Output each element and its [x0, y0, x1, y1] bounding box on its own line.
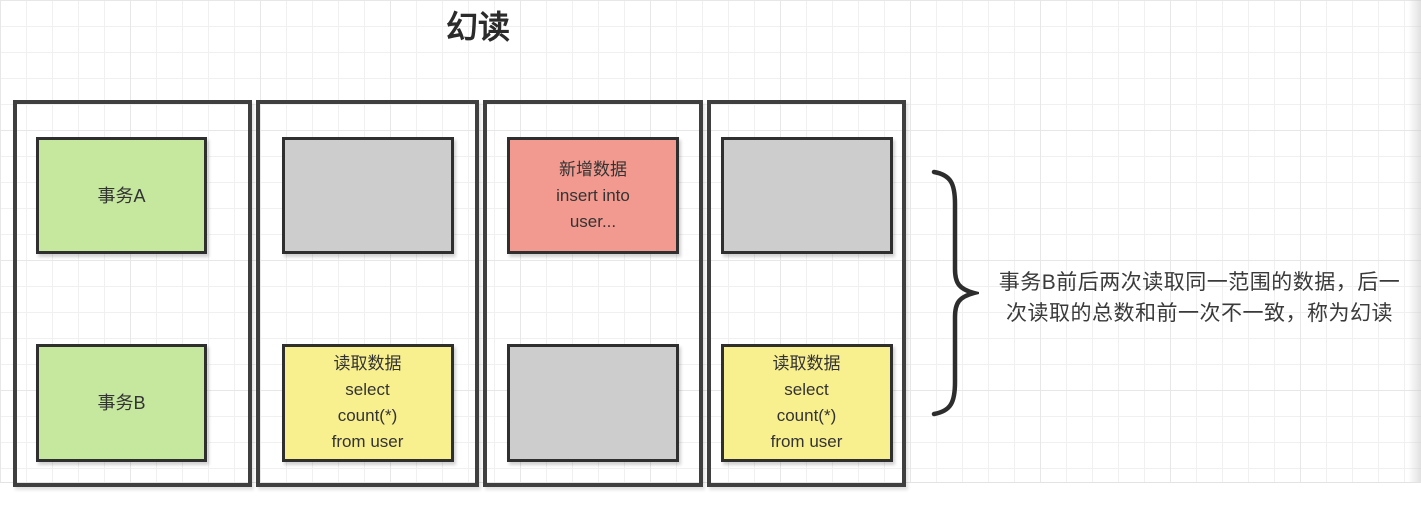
curly-brace-icon [931, 169, 979, 417]
node-empty-slot-3 [720, 137, 893, 254]
node-second-read-label: 读取数据 select count(*) from user [770, 354, 843, 451]
node-first-read-label: 读取数据 select count(*) from user [331, 354, 404, 451]
lane-column-step-3: 读取数据 select count(*) from user [707, 100, 906, 487]
node-insert-data-label: 新增数据 insert into user... [556, 159, 630, 231]
diagram-title: 幻读 [445, 9, 510, 45]
node-transaction-b: 事务B [36, 344, 207, 462]
phantom-read-annotation: 事务B前后两次读取同一范围的数据，后一 次读取的总数和前一次不一致，称为幻读 [998, 271, 1401, 325]
node-transaction-b-label: 事务B [97, 393, 146, 413]
lane-column-step-1: 读取数据 select count(*) from user [256, 100, 479, 487]
node-second-read: 读取数据 select count(*) from user [720, 344, 893, 462]
node-transaction-a-label: 事务A [97, 185, 146, 206]
canvas-right-edge-shade [1408, 0, 1421, 482]
lane-column-transactions: 事务A 事务B [13, 100, 252, 487]
node-empty-slot-2 [507, 344, 679, 462]
lane-column-step-2: 新增数据 insert into user... [483, 100, 703, 487]
node-first-read: 读取数据 select count(*) from user [281, 344, 454, 462]
node-insert-data: 新增数据 insert into user... [507, 137, 679, 254]
node-empty-slot-1 [281, 137, 454, 254]
node-transaction-a: 事务A [36, 137, 207, 254]
